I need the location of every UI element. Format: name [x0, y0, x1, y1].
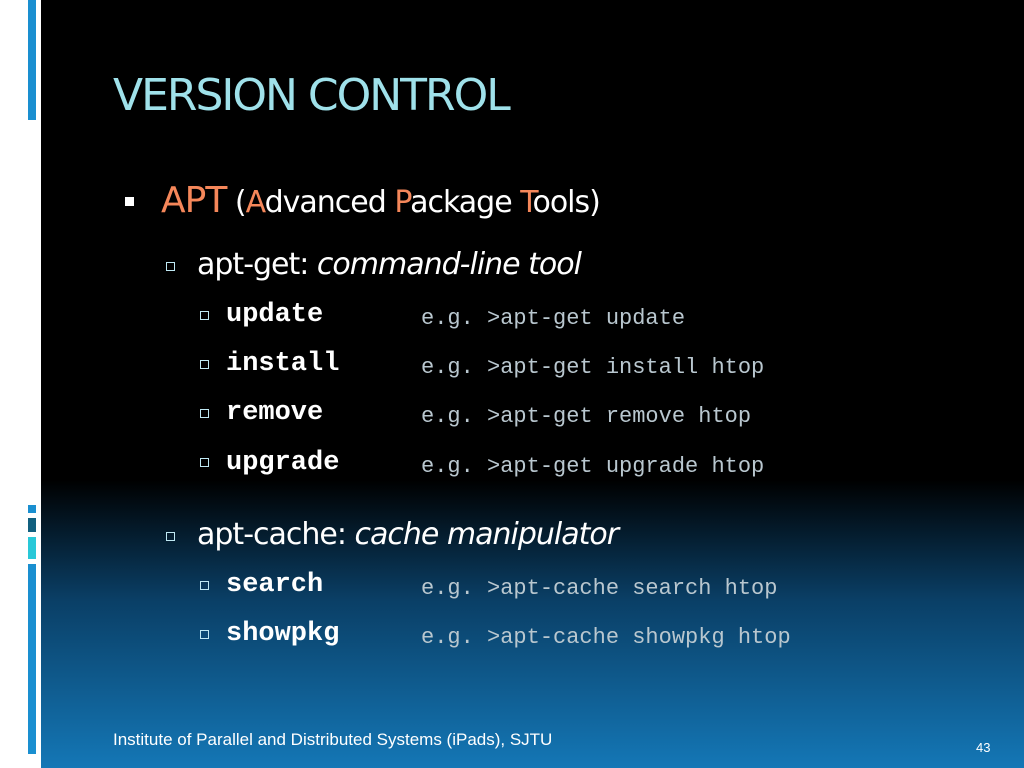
command-name: upgrade: [226, 448, 340, 478]
slide-footer: Institute of Parallel and Distributed Sy…: [113, 730, 553, 749]
command-name: showpkg: [226, 619, 340, 649]
strip-line: [28, 518, 36, 532]
page-number: 43: [976, 740, 991, 755]
apt-abbr: APT: [161, 180, 227, 221]
strip-line: [28, 537, 36, 559]
strip-line: [28, 564, 36, 754]
apt-word-t: ools): [532, 185, 600, 220]
apt-open-paren: (: [234, 185, 247, 220]
command-example: e.g. >apt-get upgrade htop: [421, 454, 765, 479]
bullet-hollow-icon: [166, 262, 175, 271]
apt-heading: APT (Advanced Package Tools): [161, 180, 601, 221]
slide-title: VERSION CONTROL: [113, 70, 511, 121]
command-example: e.g. >apt-cache showpkg htop: [421, 625, 791, 650]
apt-letter-t: T: [520, 185, 533, 220]
apt-letter-p: P: [394, 185, 411, 220]
apt-get-desc: command-line tool: [316, 247, 582, 282]
bullet-hollow-icon: [200, 630, 209, 639]
left-decor-strip: [0, 0, 41, 768]
apt-cache-label: apt-cache:: [197, 517, 355, 552]
command-name: remove: [226, 398, 324, 428]
apt-letter-a: A: [245, 185, 266, 220]
apt-get-label: apt-get:: [197, 247, 317, 282]
bullet-hollow-icon: [200, 458, 209, 467]
command-example: e.g. >apt-get install htop: [421, 355, 765, 380]
apt-word-p: ackage: [410, 185, 521, 220]
command-name: install: [226, 349, 340, 379]
command-example: e.g. >apt-get update: [421, 306, 686, 331]
command-name: search: [226, 570, 324, 600]
command-example: e.g. >apt-get remove htop: [421, 404, 752, 429]
command-name: update: [226, 300, 324, 330]
apt-get-item: apt-get: command-line tool: [197, 247, 582, 282]
strip-line: [28, 0, 36, 120]
apt-cache-desc: cache manipulator: [354, 517, 620, 552]
bullet-hollow-icon: [200, 409, 209, 418]
strip-line: [28, 505, 36, 513]
bullet-hollow-icon: [200, 311, 209, 320]
apt-word-a: dvanced: [264, 185, 395, 220]
apt-cache-item: apt-cache: cache manipulator: [197, 517, 620, 552]
bullet-hollow-icon: [166, 532, 175, 541]
bullet-hollow-icon: [200, 360, 209, 369]
bullet-square-icon: [125, 197, 134, 206]
bullet-hollow-icon: [200, 581, 209, 590]
command-example: e.g. >apt-cache search htop: [421, 576, 778, 601]
